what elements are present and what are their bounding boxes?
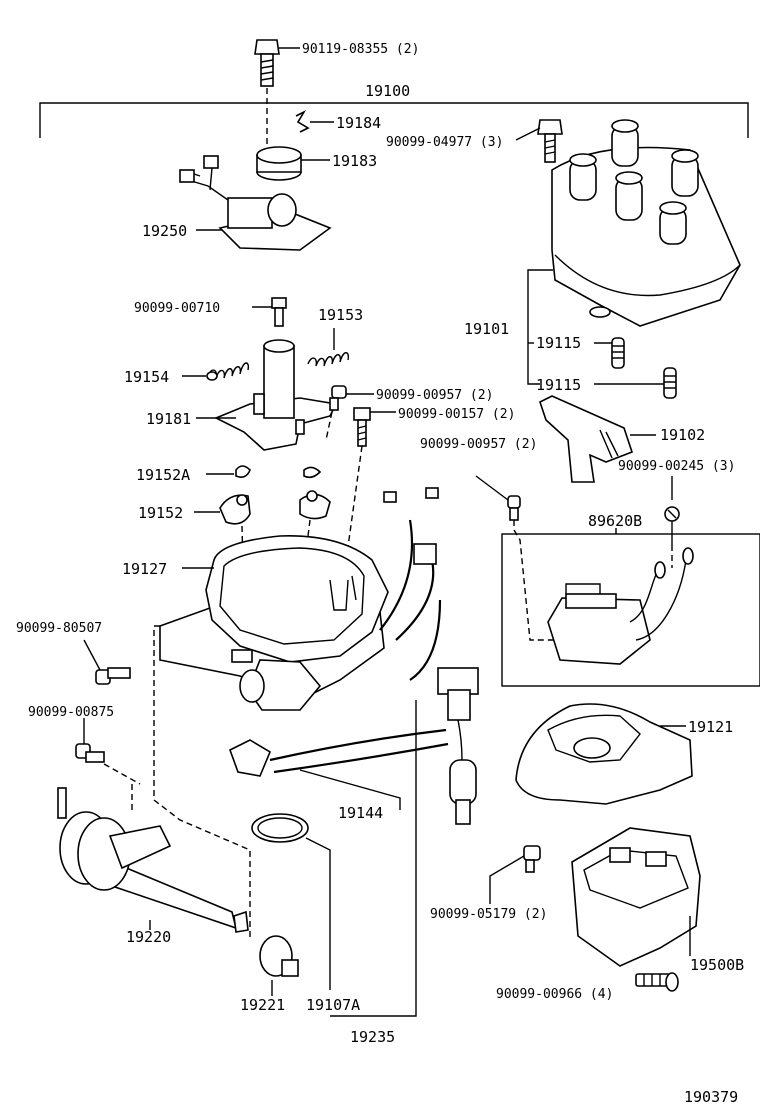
wire-harness-19144-icon	[229, 487, 479, 825]
label-19152A: 19152A	[136, 466, 190, 484]
label-19500B: 19500B	[690, 956, 744, 974]
signal-generator-19121-icon	[515, 703, 693, 805]
bolt-icon	[83, 639, 131, 685]
label-19102: 19102	[660, 426, 705, 444]
label-19101: 19101	[464, 320, 509, 338]
label-90099-00957-b: 90099-00957 (2)	[420, 437, 537, 452]
part-19221-icon	[259, 935, 299, 996]
spring-19115-icon	[594, 337, 677, 399]
ring-19183-icon	[256, 146, 330, 181]
rotor-19102-icon	[539, 395, 656, 483]
label-90119-08355: 90119-08355 (2)	[302, 42, 419, 57]
screw-icon	[475, 475, 556, 641]
label-19127: 19127	[122, 560, 167, 578]
label-19220: 19220	[126, 928, 171, 946]
bolt-icon	[515, 119, 563, 163]
label-19100: 19100	[365, 82, 410, 100]
label-19154: 19154	[124, 368, 169, 386]
label-90099-00875: 90099-00875	[28, 705, 114, 720]
bolt-icon	[254, 39, 300, 150]
label-19115-a: 19115	[536, 334, 581, 352]
label-90099-00710: 90099-00710	[134, 301, 220, 316]
o-ring-19107A-icon	[251, 813, 331, 990]
label-89620B: 89620B	[588, 512, 642, 530]
label-19153: 19153	[318, 306, 363, 324]
label-90099-00245: 90099-00245 (3)	[618, 459, 735, 474]
label-19121: 19121	[688, 718, 733, 736]
vacuum-advance-19220-icon	[57, 787, 249, 933]
bolt-icon	[635, 972, 679, 992]
clip-19152A-icon	[206, 465, 322, 479]
label-90099-04977: 90099-04977 (3)	[386, 135, 503, 150]
distributor-cap-19101-icon	[527, 119, 741, 385]
governor-shaft-19181-icon	[196, 339, 338, 451]
label-19152: 19152	[138, 504, 183, 522]
dashed-guide-lines	[131, 625, 251, 940]
label-19184: 19184	[336, 114, 381, 132]
label-19250: 19250	[142, 222, 187, 240]
spring-19153-icon	[307, 328, 350, 367]
bolt-icon	[489, 845, 541, 904]
weight-19152-icon	[194, 490, 331, 611]
bracket-19235	[330, 700, 417, 1017]
label-90099-80507: 90099-80507	[16, 621, 102, 636]
label-19144: 19144	[338, 804, 383, 822]
label-19183: 19183	[332, 152, 377, 170]
label-90099-05179: 90099-05179 (2)	[430, 907, 547, 922]
ignition-coil-19500B-icon	[571, 827, 701, 967]
clip-19184-icon	[295, 110, 334, 133]
label-19115-b: 19115	[536, 376, 581, 394]
screw-icon	[325, 385, 374, 441]
label-19221: 19221	[240, 996, 285, 1014]
housing-19127-icon	[159, 535, 389, 711]
label-19107A: 19107A	[306, 996, 360, 1014]
bolt-icon	[75, 718, 141, 785]
assembly-bracket-19100	[39, 102, 749, 138]
label-90099-00157: 90099-00157 (2)	[398, 407, 515, 422]
igniter-89620B-box	[501, 528, 760, 687]
screw-icon	[664, 476, 680, 545]
spring-19154-icon	[182, 362, 250, 381]
pickup-coil-19250-icon	[179, 155, 332, 251]
label-19235: 19235	[350, 1028, 395, 1046]
screw-icon	[252, 297, 287, 327]
diagram-id: 190379	[684, 1088, 738, 1106]
label-90099-00957-a: 90099-00957 (2)	[376, 388, 493, 403]
label-90099-00966: 90099-00966 (4)	[496, 987, 613, 1002]
label-19181: 19181	[146, 410, 191, 428]
